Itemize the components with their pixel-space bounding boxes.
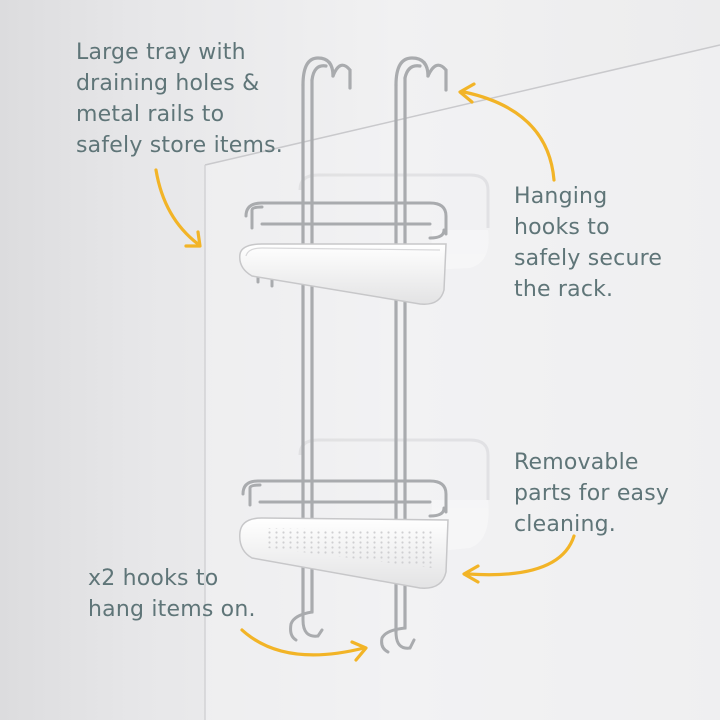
removable-parts-callout-text: Removable parts for easy cleaning. (514, 450, 670, 537)
lower-rail (241, 479, 448, 518)
lower-tray (239, 517, 449, 589)
hanging-hooks-callout-text: Hanging hooks to safely secure the rack. (514, 184, 663, 302)
upper-tray (239, 243, 447, 305)
bottom-hooks-callout-text: x2 hooks to hang items on. (88, 566, 256, 622)
bottom-hooks (289, 583, 416, 654)
tray-callout-text: Large tray with draining holes & metal r… (76, 40, 283, 158)
